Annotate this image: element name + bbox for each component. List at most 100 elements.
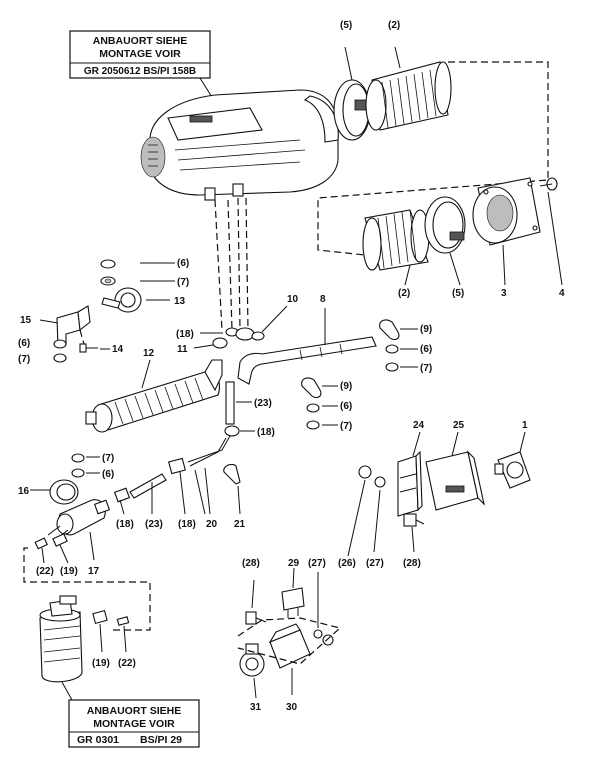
callout-1: 1: [522, 420, 528, 431]
callout-23-b: (23): [145, 519, 163, 530]
callout-13: 13: [174, 296, 186, 307]
callout-21: 21: [234, 519, 246, 530]
flex-hose-top: [365, 61, 452, 131]
pump-nut-6: [71, 468, 85, 478]
callout-18-a: (18): [176, 329, 194, 340]
nut-6-left: [100, 259, 116, 269]
nut-6-right: [385, 344, 399, 354]
connector-22-left: [34, 537, 48, 550]
hose-clip-18-right: [168, 457, 186, 475]
callout-19-a: (19): [60, 566, 78, 577]
cable-clip-31: [239, 643, 265, 677]
control-unit-25: [425, 450, 485, 511]
outlet-hood: [472, 177, 541, 246]
callout-26: (26): [338, 558, 356, 569]
callout-2-lower: (2): [398, 288, 410, 299]
callout-4: 4: [559, 288, 565, 299]
nut-6-bracket: [53, 339, 67, 349]
connector-19-lower: [92, 609, 108, 625]
callout-22-b: (22): [118, 658, 136, 669]
callout-7-d: (7): [340, 421, 352, 432]
heater-box-line1: ANBAUORT SIEHE: [93, 35, 188, 47]
hose-clamp-top: [333, 79, 372, 141]
air-heater-unit: [140, 89, 339, 201]
callout-7-e: (7): [102, 453, 114, 464]
callout-labels: (5) (2) (2) (5) 3 4 (6) (7) 13 15 (6) (7…: [18, 20, 565, 713]
mounting-screw: [539, 177, 558, 191]
clip-9-right: [379, 319, 400, 341]
callout-27-b: (27): [308, 558, 326, 569]
fuel-tube-23-upper: [225, 381, 235, 425]
exhaust-pipe-8: [237, 336, 377, 385]
callout-3: 3: [501, 288, 507, 299]
pipe-clamp-13: [101, 287, 142, 313]
callout-6-a: (6): [177, 258, 189, 269]
heater-box-line2: MONTAGE VOIR: [99, 48, 181, 60]
callout-29: 29: [288, 558, 300, 569]
fitting-10: [235, 327, 265, 341]
heater-box-ref: GR 2050612 BS/PI 158B: [84, 66, 196, 77]
connector-19-left: [52, 533, 68, 547]
callout-7-a: (7): [177, 277, 189, 288]
callout-20: 20: [206, 519, 218, 530]
callout-27-a: (27): [366, 558, 384, 569]
callout-18-b: (18): [257, 427, 275, 438]
fuel-tube-23-lower: [129, 473, 167, 499]
silencer-12: [85, 359, 223, 433]
heater-mounting-reference-box: ANBAUORT SIEHE MONTAGE VOIR GR 2050612 B…: [69, 30, 211, 79]
hose-clip-18-left: [113, 487, 131, 503]
callout-5-top: (5): [340, 20, 352, 31]
callout-15: 15: [20, 315, 32, 326]
fuel-pump-17: [47, 499, 111, 541]
grommet-27-lower: [313, 629, 323, 639]
pump-box-ref-left: GR 0301: [77, 734, 119, 746]
grommet-26: [358, 465, 372, 479]
callout-12: 12: [143, 348, 155, 359]
callout-6-c: (6): [420, 344, 432, 355]
callout-24: 24: [413, 420, 425, 431]
callout-19-b: (19): [92, 658, 110, 669]
callout-18-d: (18): [178, 519, 196, 530]
callout-10: 10: [287, 294, 299, 305]
bolt-14: [79, 343, 98, 353]
callout-25: 25: [453, 420, 465, 431]
screw-28-right: [403, 513, 425, 527]
callout-6-d: (6): [340, 401, 352, 412]
callout-18-c: (18): [116, 519, 134, 530]
hose-clip-18-mid: [224, 425, 240, 437]
clamp-21: [223, 463, 241, 485]
washer-7-mid: [306, 420, 320, 430]
callout-22-a: (22): [36, 566, 54, 577]
callout-28-b: (28): [242, 558, 260, 569]
fuel-line-20: [187, 435, 231, 467]
hose-clamp-lower: [424, 196, 466, 254]
fuel-metering-pump: [39, 595, 83, 683]
pump-box-line1: ANBAUORT SIEHE: [87, 705, 182, 717]
washer-7-right: [385, 362, 399, 372]
callout-14: 14: [112, 344, 124, 355]
connector-22-lower: [116, 616, 130, 626]
washer-7-left: [100, 276, 116, 286]
callout-23-a: (23): [254, 398, 272, 409]
callout-16: 16: [18, 486, 30, 497]
pump-box-ref-right: BS/PI 29: [140, 734, 182, 746]
relay-holder-30: [268, 623, 311, 669]
fitting-11: [212, 337, 228, 349]
pump-box-line2: MONTAGE VOIR: [93, 718, 175, 730]
pump-clip-7: [71, 453, 85, 463]
screw-28-lower: [245, 611, 267, 625]
control-unit-bracket-24: [397, 450, 423, 517]
callout-17: 17: [88, 566, 100, 577]
callout-28-a: (28): [403, 558, 421, 569]
pump-clamp-16: [49, 479, 79, 505]
plug-connector-1: [494, 451, 531, 489]
callout-11: 11: [177, 344, 188, 355]
callout-5-lower: (5): [452, 288, 464, 299]
flex-hose-lower: [362, 209, 430, 271]
grommet-27: [374, 476, 386, 488]
callout-9-a: (9): [420, 324, 432, 335]
callout-9-b: (9): [340, 381, 352, 392]
callout-30: 30: [286, 702, 298, 713]
washer-7-bracket: [53, 353, 67, 363]
